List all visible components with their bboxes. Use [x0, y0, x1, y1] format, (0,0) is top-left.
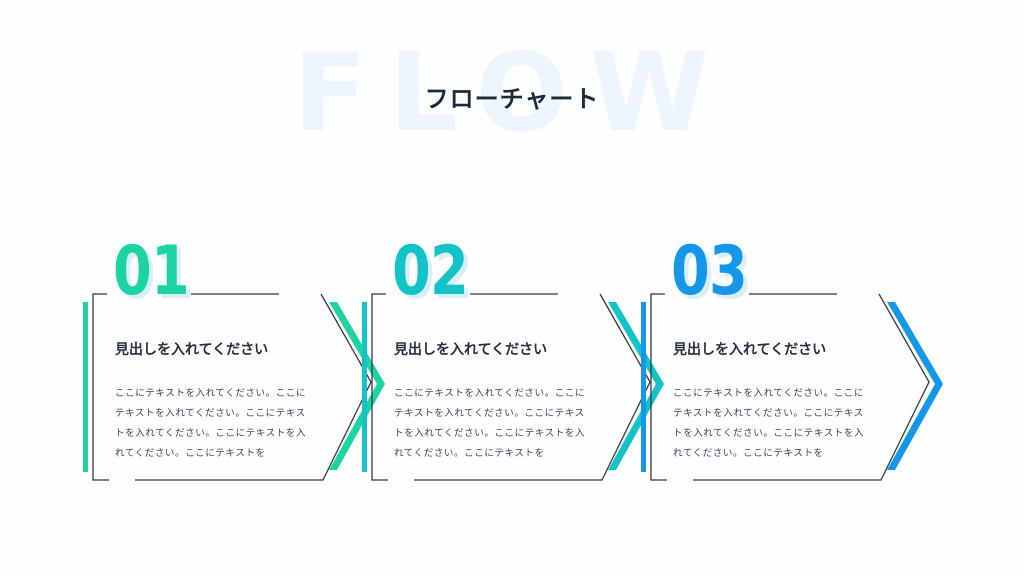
flow-step-2: 02 02 見出しを入れてください ここにテキストを入れてください。ここにテキス… — [362, 232, 664, 492]
step-2-body-text: ここにテキストを入れてください。ここにテキストを入れてください。ここにテキストを… — [394, 388, 586, 459]
step-1-body-text: ここにテキストを入れてください。ここにテキストを入れてください。ここにテキストを… — [115, 388, 307, 459]
background-watermark-word: FLOW — [293, 31, 731, 156]
step-3-outline-left — [650, 293, 667, 481]
step-2-number: 02 02 — [392, 232, 473, 315]
step-1-outline-right — [135, 293, 372, 481]
step-3-heading: 見出しを入れてください — [673, 342, 827, 358]
step-1-outline-left — [92, 293, 109, 481]
step-1-number-text: 01 — [113, 232, 190, 311]
step-2-outline-left — [371, 293, 388, 481]
step-1-accent-bar — [83, 302, 88, 472]
step-2-accent-bar — [362, 302, 367, 472]
step-3-number-text: 03 — [671, 232, 748, 311]
step-1-arrow-frame — [83, 293, 385, 481]
step-2-number-text: 02 — [392, 232, 469, 311]
flow-step-1: 01 01 見出しを入れてください ここにテキストを入れてください。ここにテキス… — [83, 232, 385, 492]
step-3-number: 03 03 — [671, 232, 752, 315]
step-3-outline-right — [693, 293, 930, 481]
step-2-arrow-frame — [362, 293, 664, 481]
step-2-outline-right — [414, 293, 651, 481]
page-title: フローチャート — [424, 85, 600, 113]
step-3-body-text: ここにテキストを入れてください。ここにテキストを入れてください。ここにテキストを… — [673, 388, 865, 459]
step-2-heading: 見出しを入れてください — [394, 342, 548, 358]
step-3-accent-bar — [641, 302, 646, 472]
step-3-accent-chevron — [887, 302, 943, 470]
step-3-arrow-frame — [641, 293, 943, 481]
step-1-heading: 見出しを入れてください — [115, 342, 269, 358]
flow-step-3: 03 03 見出しを入れてください ここにテキストを入れてください。ここにテキス… — [641, 232, 943, 492]
step-1-number: 01 01 — [113, 232, 194, 315]
